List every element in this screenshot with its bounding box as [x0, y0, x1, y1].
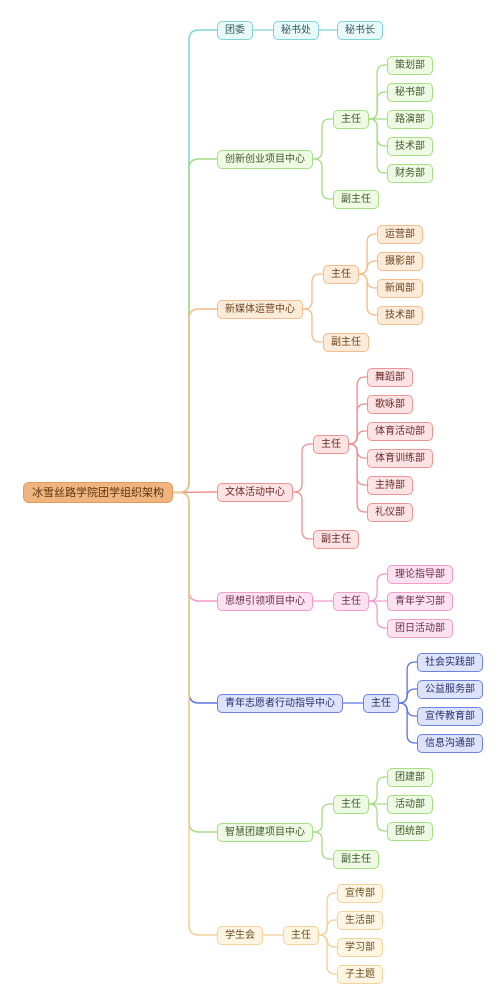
department-topic[interactable]: 宣传教育部 — [417, 706, 483, 726]
department-topic[interactable]: 团建部 — [387, 767, 433, 787]
subtopic[interactable]: 主任 — [333, 794, 369, 814]
branch-topic[interactable]: 智慧团建项目中心 — [217, 822, 313, 842]
subtopic[interactable]: 秘书处 — [273, 20, 319, 40]
subtopic[interactable]: 主任 — [323, 264, 359, 284]
department-topic[interactable]: 秘书长 — [337, 20, 383, 40]
department-connector — [399, 702, 417, 717]
branch-connector — [173, 308, 217, 494]
department-connector — [399, 688, 417, 704]
subtopic[interactable]: 主任 — [333, 591, 369, 611]
branch-topic[interactable]: 青年志愿者行动指导中心 — [217, 693, 343, 713]
branch-connector — [173, 158, 217, 494]
department-topic[interactable]: 歌咏部 — [367, 394, 413, 414]
subtopic-connector — [303, 308, 323, 343]
department-connector — [369, 118, 387, 174]
department-connector — [369, 91, 387, 120]
department-topic[interactable]: 学习部 — [337, 937, 383, 957]
subtopic[interactable]: 主任 — [363, 693, 399, 713]
department-topic[interactable]: 活动部 — [387, 794, 433, 814]
branch-topic[interactable]: 思想引领项目中心 — [217, 591, 313, 611]
subtopic[interactable]: 主任 — [313, 434, 349, 454]
department-connector — [319, 919, 337, 936]
subtopic[interactable]: 副主任 — [333, 189, 379, 209]
department-connector — [369, 803, 387, 832]
branch-connector — [173, 491, 217, 704]
department-topic[interactable]: 社会实践部 — [417, 652, 483, 672]
department-connector — [349, 443, 367, 513]
department-connector — [349, 403, 367, 445]
department-topic[interactable]: 技术部 — [377, 305, 423, 325]
subtopic[interactable]: 主任 — [283, 925, 319, 945]
department-topic[interactable]: 团统部 — [387, 821, 433, 841]
department-topic[interactable]: 摄影部 — [377, 251, 423, 271]
branch-connector — [173, 491, 217, 936]
branch-connector — [173, 491, 217, 602]
department-connector — [359, 273, 377, 316]
department-topic[interactable]: 宣传部 — [337, 883, 383, 903]
branch-topic[interactable]: 学生会 — [217, 925, 263, 945]
department-topic[interactable]: 技术部 — [387, 136, 433, 156]
department-connector — [399, 702, 417, 744]
department-topic[interactable]: 财务部 — [387, 163, 433, 183]
subtopic-connector — [313, 118, 333, 160]
subtopic-connector — [303, 273, 323, 310]
department-topic[interactable]: 子主题 — [337, 964, 383, 984]
subtopic[interactable]: 副主任 — [313, 529, 359, 549]
subtopic-connector — [293, 491, 313, 540]
department-connector — [369, 118, 387, 147]
department-connector — [319, 892, 337, 936]
department-connector — [349, 443, 367, 459]
subtopic-connector — [293, 443, 313, 493]
department-topic[interactable]: 体育活动部 — [367, 421, 433, 441]
department-topic[interactable]: 信息沟通部 — [417, 733, 483, 753]
subtopic[interactable]: 副主任 — [323, 332, 369, 352]
branch-topic[interactable]: 创新创业项目中心 — [217, 149, 313, 169]
department-topic[interactable]: 主持部 — [367, 475, 413, 495]
department-topic[interactable]: 新闻部 — [377, 278, 423, 298]
subtopic-connector — [313, 803, 333, 833]
department-connector — [369, 776, 387, 805]
department-connector — [319, 934, 337, 948]
branch-connector — [173, 29, 217, 494]
department-topic[interactable]: 策划部 — [387, 55, 433, 75]
department-topic[interactable]: 路演部 — [387, 109, 433, 129]
department-connector — [349, 430, 367, 445]
department-connector — [349, 443, 367, 486]
department-topic[interactable]: 团日活动部 — [387, 618, 453, 638]
department-topic[interactable]: 生活部 — [337, 910, 383, 930]
department-topic[interactable]: 体育训练部 — [367, 448, 433, 468]
department-topic[interactable]: 运营部 — [377, 224, 423, 244]
department-connector — [359, 260, 377, 275]
subtopic-connector — [313, 831, 333, 860]
branch-connector — [173, 491, 217, 833]
department-connector — [399, 661, 417, 704]
department-connector — [359, 233, 377, 275]
branch-topic[interactable]: 团委 — [217, 20, 253, 40]
subtopic-connector — [313, 158, 333, 200]
subtopic[interactable]: 主任 — [333, 109, 369, 129]
department-topic[interactable]: 舞蹈部 — [367, 367, 413, 387]
branch-topic[interactable]: 新媒体运营中心 — [217, 299, 303, 319]
department-topic[interactable]: 秘书部 — [387, 82, 433, 102]
root-topic[interactable]: 冰雪丝路学院团学组织架构 — [23, 482, 173, 503]
department-connector — [369, 600, 387, 629]
department-topic[interactable]: 礼仪部 — [367, 502, 413, 522]
subtopic[interactable]: 副主任 — [333, 849, 379, 869]
department-connector — [369, 573, 387, 602]
department-connector — [359, 273, 377, 289]
department-connector — [319, 934, 337, 975]
branch-topic[interactable]: 文体活动中心 — [217, 482, 293, 502]
department-topic[interactable]: 公益服务部 — [417, 679, 483, 699]
department-topic[interactable]: 理论指导部 — [387, 564, 453, 584]
department-topic[interactable]: 青年学习部 — [387, 591, 453, 611]
